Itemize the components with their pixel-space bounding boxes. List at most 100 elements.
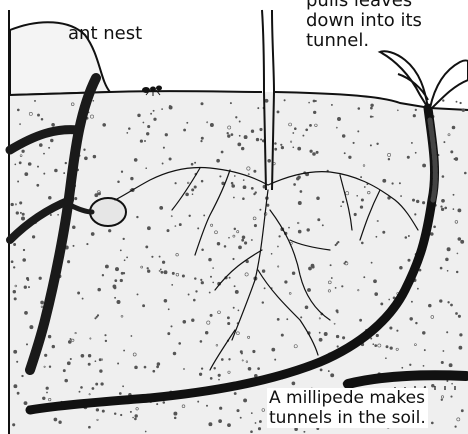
soil-speckle <box>258 107 259 108</box>
soil-speckle <box>317 197 320 200</box>
soil-speckle <box>330 265 331 266</box>
soil-speckle <box>371 104 374 107</box>
soil-speckle <box>441 361 443 363</box>
soil-speckle <box>428 304 431 307</box>
soil-speckle <box>204 215 205 216</box>
soil-speckle <box>147 270 150 273</box>
soil-speckle <box>399 183 400 184</box>
soil-speckle <box>453 209 454 210</box>
soil-speckle <box>146 132 149 135</box>
soil-speckle <box>133 417 134 418</box>
soil-speckle <box>123 238 125 240</box>
soil-speckle <box>37 166 38 167</box>
soil-speckle <box>93 155 96 158</box>
soil-speckle <box>455 426 457 428</box>
soil-speckle <box>209 258 212 261</box>
soil-speckle <box>258 427 261 430</box>
soil-speckle <box>304 431 305 432</box>
soil-speckle <box>135 366 138 369</box>
soil-speckle <box>16 361 17 362</box>
soil-speckle <box>229 358 231 360</box>
soil-speckle <box>95 361 96 362</box>
soil-speckle <box>81 354 84 357</box>
soil-speckle <box>11 261 13 263</box>
soil-speckle <box>228 237 229 238</box>
soil-speckle <box>124 260 125 261</box>
soil-speckle <box>319 338 322 341</box>
soil-speckle <box>443 350 444 351</box>
soil-speckle <box>229 277 230 278</box>
soil-speckle <box>360 206 363 209</box>
soil-speckle <box>440 267 442 269</box>
soil-speckle <box>415 109 417 111</box>
soil-speckle <box>271 253 272 254</box>
soil-speckle <box>256 138 259 141</box>
soil-speckle <box>233 258 235 260</box>
soil-speckle <box>227 322 230 325</box>
soil-speckle <box>154 118 157 121</box>
soil-speckle <box>28 286 29 287</box>
soil-speckle <box>134 158 137 161</box>
soil-speckle <box>79 391 80 392</box>
soil-speckle <box>313 111 316 114</box>
soil-speckle <box>451 396 453 398</box>
soil-speckle <box>242 239 244 241</box>
soil-speckle <box>459 346 462 349</box>
soil-speckle <box>41 301 44 304</box>
soil-speckle <box>313 100 315 102</box>
soil-speckle <box>411 142 412 143</box>
soil-speckle <box>114 413 116 415</box>
soil-speckle <box>150 113 151 114</box>
soil-speckle <box>186 193 189 196</box>
soil-speckle <box>137 216 139 218</box>
soil-speckle <box>442 176 444 178</box>
soil-speckle <box>19 162 21 164</box>
soil-speckle <box>218 379 219 380</box>
soil-speckle <box>191 319 194 322</box>
soil-speckle <box>198 401 199 402</box>
soil-speckle <box>221 358 223 360</box>
soil-speckle <box>93 100 94 101</box>
soil-speckle <box>63 369 65 371</box>
soil-speckle <box>58 214 59 215</box>
soil-speckle <box>201 368 203 370</box>
soil-speckle <box>298 147 301 150</box>
soil-speckle <box>210 276 211 277</box>
soil-speckle <box>439 300 442 303</box>
soil-speckle <box>201 140 203 142</box>
soil-speckle <box>96 316 98 318</box>
soil-speckle <box>219 407 222 410</box>
soil-speckle <box>24 311 27 314</box>
soil-speckle <box>210 377 212 379</box>
soil-speckle <box>288 227 289 228</box>
ant-nest-label: ant nest <box>68 24 142 44</box>
soil-speckle <box>415 214 417 216</box>
soil-speckle <box>462 109 465 112</box>
soil-speckle <box>164 271 167 274</box>
soil-speckle <box>19 202 21 204</box>
soil-speckle <box>165 133 168 136</box>
soil-speckle <box>127 132 128 133</box>
soil-speckle <box>277 318 279 320</box>
soil-speckle <box>206 405 207 406</box>
soil-speckle <box>441 208 444 211</box>
soil-speckle <box>292 382 295 385</box>
soil-speckle <box>284 100 285 101</box>
soil-speckle <box>120 250 121 251</box>
soil-speckle <box>54 418 57 421</box>
soil-speckle <box>52 123 55 126</box>
soil-speckle <box>192 194 193 195</box>
soil-speckle <box>22 375 24 377</box>
soil-speckle <box>102 410 104 412</box>
soil-speckle <box>320 369 322 371</box>
soil-speckle <box>331 277 332 278</box>
soil-speckle <box>196 291 198 293</box>
soil-speckle <box>461 410 463 412</box>
soil-speckle <box>227 135 230 138</box>
soil-speckle <box>24 286 27 289</box>
soil-speckle <box>422 201 425 204</box>
soil-speckle <box>434 226 436 228</box>
soil-speckle <box>279 236 281 238</box>
soil-speckle <box>293 132 294 133</box>
